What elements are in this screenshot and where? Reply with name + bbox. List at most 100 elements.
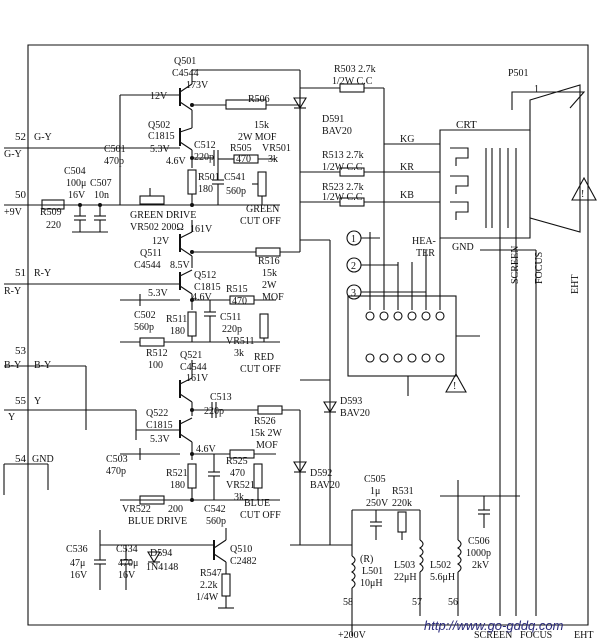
v53-green: 5.3V	[150, 144, 171, 155]
r506-val: 15k	[254, 120, 269, 131]
kr-label: KR	[400, 162, 414, 173]
c503-val: 470p	[106, 466, 126, 477]
red-cutoff-label-2: CUT OFF	[240, 364, 281, 375]
focus-label: FOCUS	[534, 252, 545, 284]
pin-55-y: Y	[34, 396, 41, 407]
r547-watt: 1/4W	[196, 592, 219, 603]
r516-val: 15k	[262, 268, 277, 279]
rails-diodes	[290, 239, 352, 546]
c503-ref: C503	[106, 454, 128, 465]
r513-val: 1/2W C.C	[322, 162, 363, 173]
c504-val: 100μ	[66, 178, 86, 189]
bottom-focus: FOCUS	[520, 630, 552, 641]
r509-ref: R509	[40, 207, 62, 218]
q511-volt: 8.5V	[170, 260, 191, 271]
r521-val: 180	[170, 480, 185, 491]
blue-drive-label: BLUE DRIVE	[128, 516, 187, 527]
r531-val: 220k	[392, 498, 412, 509]
green-cutoff-label: GREEN	[246, 204, 279, 215]
c541-ref: C541	[224, 172, 246, 183]
l501-ref: L501	[362, 566, 383, 577]
v12-green: 12V	[150, 91, 168, 102]
q522-part: C1815	[146, 420, 173, 431]
vr511-val: 3k	[234, 348, 244, 359]
q521-volt: 161V	[186, 373, 209, 384]
bottom-screen: SCREEN	[474, 630, 512, 641]
pin-51-ry-ext: R-Y	[4, 286, 21, 297]
r516-val3: MOF	[262, 292, 284, 303]
bottom-eht: EHT	[574, 630, 593, 641]
c502-ref: C502	[134, 310, 156, 321]
vr502-ref: VR502 200Ω	[130, 222, 184, 233]
vr511-ref: VR511	[226, 336, 255, 347]
c506-volt: 2kV	[472, 560, 490, 571]
c505-volt: 250V	[366, 498, 389, 509]
v53-blue: 5.3V	[150, 434, 171, 445]
q511-part: C4544	[134, 260, 161, 271]
kb-label: KB	[400, 190, 414, 201]
c511-ref: C511	[220, 312, 241, 323]
q522-ref: Q522	[146, 408, 168, 419]
vr521-val: 3k	[234, 492, 244, 503]
p501-ref: P501	[508, 68, 529, 79]
pin-50: 50	[15, 189, 27, 201]
kg-label: KG	[400, 134, 414, 145]
vr522-ref: VR522	[122, 504, 151, 515]
l502-val: 5.6μH	[430, 572, 455, 583]
c542-val: 560p	[206, 516, 226, 527]
c501-ref: C501	[104, 144, 126, 155]
q511-ref: Q511	[140, 248, 162, 259]
r513-ref: R513 2.7k	[322, 150, 364, 161]
r523-ref: R523 2.7k	[322, 182, 364, 193]
q521-ref: Q521	[180, 350, 202, 361]
pin-58: 58	[343, 597, 353, 608]
node-2: 2	[351, 261, 356, 272]
q512-part: C1815	[194, 282, 221, 293]
l501-tag: (R)	[360, 554, 373, 565]
crt-warning-mark: !	[581, 189, 584, 200]
c541-val: 560p	[226, 186, 246, 197]
c506-val: 1000p	[466, 548, 491, 559]
board-outline	[27, 44, 589, 626]
l501-val: 10μH	[360, 578, 383, 589]
c507-val: 10n	[94, 190, 109, 201]
red-channel	[120, 220, 301, 347]
blue-channel	[85, 360, 300, 505]
r503-val: 1/2W C.C	[332, 76, 373, 87]
q510-ref: Q510	[230, 544, 252, 555]
r503-ref: R503 2.7k	[334, 64, 376, 75]
r516-ref: R516	[258, 256, 280, 267]
node-1: 1	[351, 234, 356, 245]
r531-ref: R531	[392, 486, 414, 497]
v46-red: 4.6V	[192, 292, 213, 303]
r506-val2: 2W MOF	[238, 132, 277, 143]
c512-val: 220p	[194, 152, 214, 163]
c504-volt: 16V	[68, 190, 86, 201]
l503-ref: L503	[394, 560, 415, 571]
l503-val: 22μH	[394, 572, 417, 583]
pin-53: 53	[15, 345, 27, 357]
pin-51: 51	[15, 267, 26, 279]
q510-part: C2482	[230, 556, 257, 567]
p501-pin: 1	[534, 84, 539, 95]
r547-ref: R547	[200, 568, 222, 579]
r526-ref: R526	[254, 416, 276, 427]
socket-warning-mark: !	[453, 381, 456, 392]
pin-54: 54	[15, 453, 27, 465]
r526-val: 15k 2W	[250, 428, 283, 439]
blue-cutoff-label: BLUE	[244, 498, 270, 509]
r521-ref: R521	[166, 468, 188, 479]
pin-52-gy: G-Y	[34, 132, 52, 143]
pin-52-gy-ext: G-Y	[4, 149, 22, 160]
r523-val: 1/2W C.C	[322, 192, 363, 203]
pin-55-y-ext: Y	[8, 412, 15, 423]
r509-val: 220	[46, 220, 61, 231]
node-3: 3	[351, 288, 356, 299]
d593-ref: D593	[340, 396, 362, 407]
c534-volt: 16V	[118, 570, 136, 581]
pin-50-9v: +9V	[4, 207, 23, 218]
d594-ref: D594	[150, 548, 172, 559]
cathode-resistors	[300, 83, 440, 285]
input-lines	[3, 147, 140, 495]
c536-ref: C536	[66, 544, 88, 555]
